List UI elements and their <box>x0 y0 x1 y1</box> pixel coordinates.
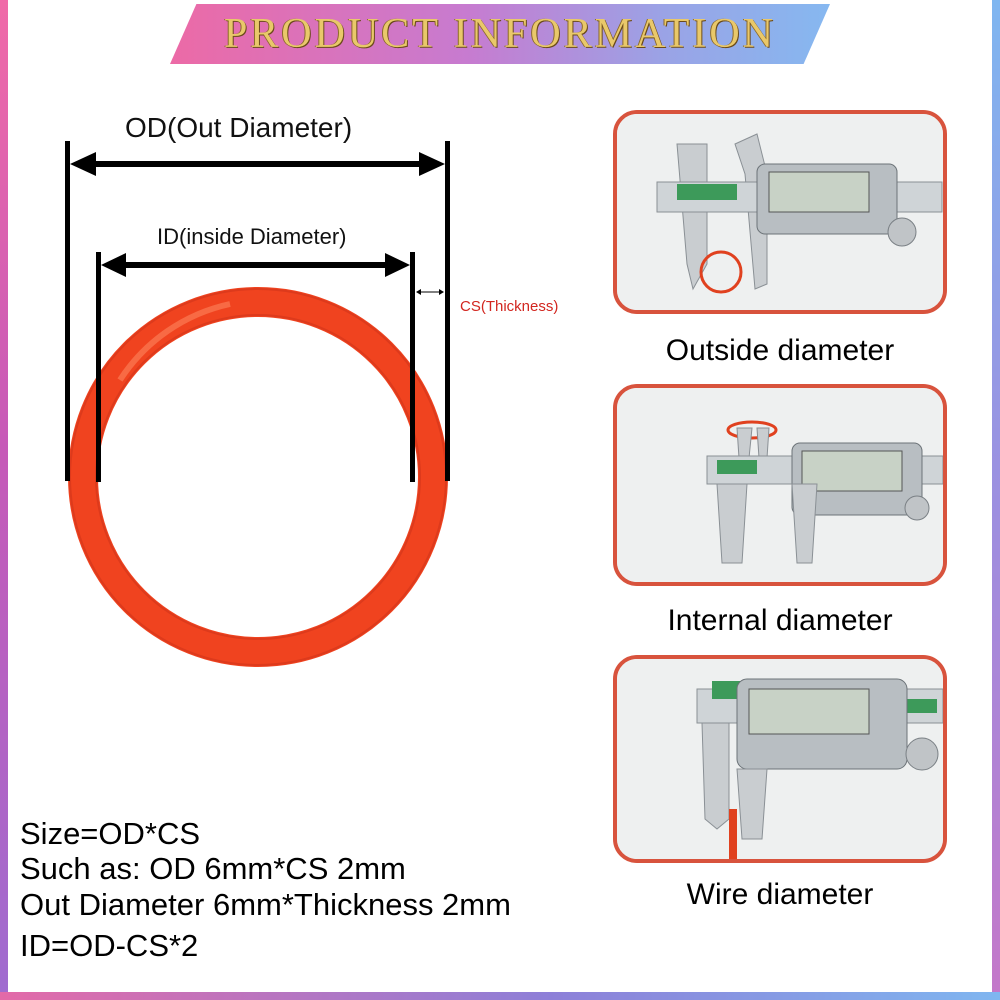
cs-label: CS(Thickness) <box>460 298 559 315</box>
photo-internal-diameter <box>613 384 947 586</box>
oring-wire <box>729 809 737 859</box>
bottom-gradient-border <box>0 992 1000 1000</box>
od-label: OD(Out Diameter) <box>125 112 353 143</box>
id-arrow-left <box>101 253 126 277</box>
caliper-photo <box>617 388 943 582</box>
small-oring <box>699 250 743 294</box>
left-gradient-border <box>0 0 8 1000</box>
caliper-photo <box>617 114 943 310</box>
caption-internal-diameter: Internal diameter <box>667 604 893 637</box>
id-arrow-right <box>385 253 410 277</box>
size-formula: Size=OD*CS <box>20 816 201 851</box>
caliper-photo <box>617 659 943 859</box>
od-left-line <box>65 141 70 481</box>
page-title: PRODUCT INFORMATION <box>223 11 777 57</box>
caption-wire-diameter: Wire diameter <box>686 878 874 911</box>
oring-illustration <box>65 141 450 667</box>
small-oring <box>726 420 778 440</box>
oring-diagram: OD(Out Diameter) ID(inside Diameter) CS(… <box>0 0 600 760</box>
od-right-line <box>445 141 450 481</box>
photo-wire-diameter <box>613 655 947 863</box>
oring-body <box>68 287 448 667</box>
id-left-line <box>96 252 101 482</box>
right-gradient-border <box>992 0 1000 1000</box>
od-arrow-left <box>70 152 96 176</box>
od-arrow-right <box>419 152 445 176</box>
caption-outside-diameter: Outside diameter <box>665 334 895 367</box>
header-banner <box>170 4 830 64</box>
id-formula: ID=OD-CS*2 <box>20 928 199 963</box>
photo-outside-diameter <box>613 110 947 314</box>
example-size: Such as: OD 6mm*CS 2mm <box>20 851 406 886</box>
example-description: Out Diameter 6mm*Thickness 2mm <box>20 887 511 922</box>
id-right-line <box>410 252 415 482</box>
id-label: ID(inside Diameter) <box>157 224 347 249</box>
